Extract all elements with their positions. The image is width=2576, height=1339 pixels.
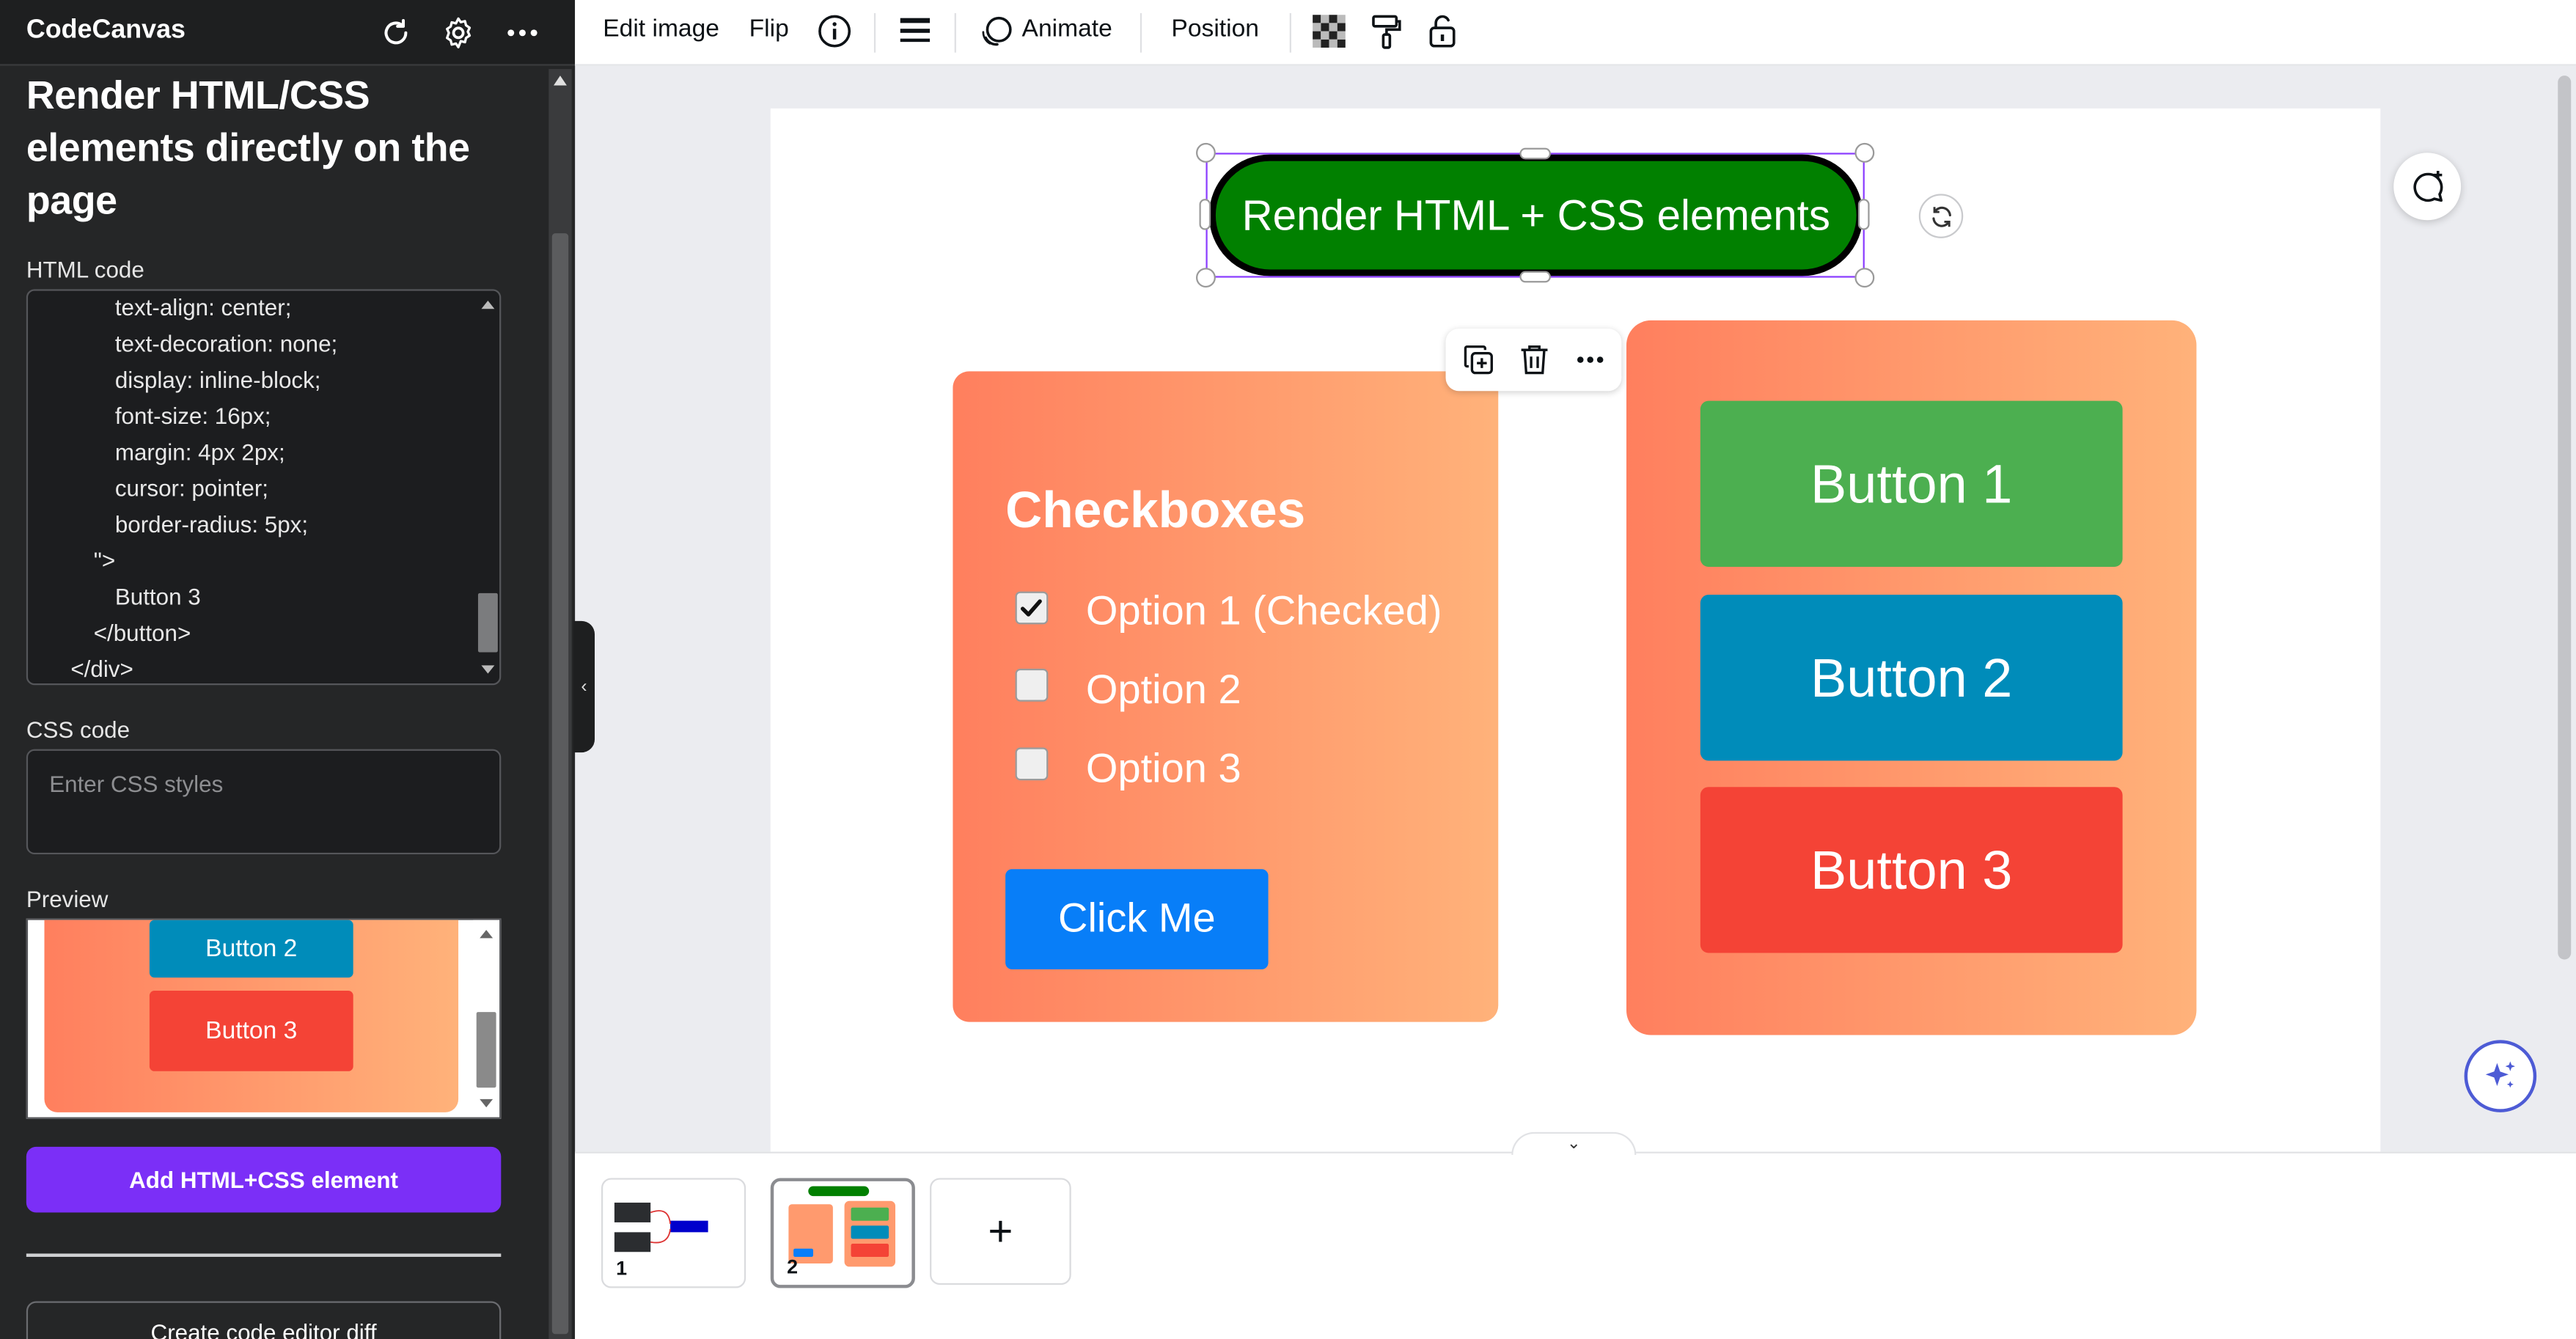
scroll-up-arrow-icon[interactable] [554,76,567,86]
css-code-input[interactable]: Enter CSS styles [26,749,502,855]
checkbox-option-1[interactable] [1015,591,1049,625]
button-2[interactable]: Button 2 [1700,595,2123,761]
code-line: display: inline-block; [114,366,321,393]
plus-icon: + [988,1206,1013,1255]
duplicate-icon[interactable] [1458,340,1498,380]
resize-handle[interactable] [1196,142,1216,163]
panel-divider [26,1253,502,1257]
page-thumbnail-2[interactable]: 2 [770,1178,915,1288]
border-style-icon[interactable] [894,10,936,52]
resize-handle[interactable] [1854,142,1875,163]
panel-heading: Render HTML/CSS elements directly on the… [26,73,470,224]
resize-handle[interactable] [1857,199,1870,230]
css-code-label: CSS code [26,716,131,743]
checkbox-label-1: Option 1 (Checked) [1085,588,1442,634]
resize-handle[interactable] [1854,268,1875,288]
preview-button-2[interactable]: Button 2 [149,920,353,978]
trash-icon[interactable] [1515,340,1555,380]
html-code-editor[interactable]: text-align: center; text-decoration: non… [26,289,502,686]
preview-scrollbar[interactable] [473,920,500,1118]
toolbar-separator [954,12,956,53]
info-icon[interactable] [813,10,856,52]
preview-button-3[interactable]: Button 3 [149,991,353,1071]
transparency-icon[interactable] [1307,10,1350,52]
css-code-placeholder: Enter CSS styles [49,770,224,797]
more-options-icon[interactable] [503,13,543,53]
paint-roller-icon[interactable] [1365,10,1408,52]
preview-card: Button 2 Button 3 [44,920,459,1112]
code-line: border-radius: 5px; [114,510,309,538]
code-line: cursor: pointer; [114,474,269,502]
button-3[interactable]: Button 3 [1700,787,2123,953]
animate-icon[interactable] [976,10,1019,52]
scroll-up-arrow-icon[interactable] [481,301,495,309]
code-line: text-align: center; [114,294,292,320]
checkbox-label-3: Option 3 [1085,746,1241,792]
add-html-css-element-button[interactable]: Add HTML+CSS element [26,1146,502,1213]
position-button[interactable]: Position [1171,15,1259,43]
scroll-down-arrow-icon[interactable] [480,1098,493,1108]
chevron-down-icon[interactable]: ⌄ [1511,1131,1637,1156]
resize-handle[interactable] [1199,199,1211,230]
toolbar-separator [1140,12,1142,53]
html-code-label: HTML code [26,256,144,283]
page-number: 1 [616,1256,628,1280]
code-line: text-decoration: none; [114,330,338,357]
button-1[interactable]: Button 1 [1700,400,2123,567]
code-line: margin: 4px 2px; [114,439,285,466]
refresh-icon[interactable] [376,13,416,53]
animate-button[interactable]: Animate [1021,15,1112,43]
code-editor-scrollbar[interactable] [474,291,499,683]
code-editor-scrollbar-thumb[interactable] [477,593,498,653]
resize-handle[interactable] [1519,147,1551,160]
edit-image-button[interactable]: Edit image [603,15,720,43]
collapse-panel-handle[interactable]: ‹ [573,620,595,753]
panel-scrollbar[interactable] [548,69,572,1339]
app-title: CodeCanvas [26,16,186,45]
lock-icon[interactable] [1421,10,1464,52]
gear-icon[interactable] [438,13,478,53]
preview-scrollbar-thumb[interactable] [476,1012,496,1088]
checkmark-icon [1020,599,1042,617]
panel-header: CodeCanvas [0,0,576,66]
element-context-menu [1445,329,1622,392]
click-me-button[interactable]: Click Me [1005,869,1269,969]
page-number: 2 [787,1255,799,1279]
panel-scrollbar-thumb[interactable] [551,233,569,1335]
resize-handle[interactable] [1196,268,1216,288]
scroll-down-arrow-icon[interactable] [481,665,495,674]
page-thumbnail-preview [788,1186,896,1267]
flip-button[interactable]: Flip [749,15,789,43]
preview-label: Preview [26,885,109,912]
render-html-css-button[interactable]: Render HTML + CSS elements [1208,154,1863,276]
app-panel: CodeCanvas Render HTML/CSS elements dire… [0,0,576,1339]
rotate-icon[interactable] [1918,194,1964,238]
preview-frame[interactable]: Button 2 Button 3 [26,918,502,1119]
page-thumbnail-preview [614,1203,708,1252]
add-page-button[interactable]: + [930,1178,1071,1285]
add-comment-icon[interactable] [2393,153,2462,221]
chevron-left-icon: ‹ [581,677,587,697]
page-thumbnail-1[interactable]: 1 [601,1178,746,1288]
toolbar-separator [873,12,876,53]
toolbar-separator [1289,12,1291,53]
canvas-scrollbar[interactable] [2558,76,2572,960]
code-line: "> [93,547,116,573]
checkbox-option-2[interactable] [1015,668,1049,702]
code-line: </button> [93,619,191,646]
scroll-up-arrow-icon[interactable] [480,930,493,939]
checkbox-label-2: Option 2 [1085,667,1241,713]
code-line: Button 3 [114,583,201,610]
editor-toolbar: Edit image Flip Animate Position [575,0,2576,66]
create-code-editor-diff-button[interactable]: Create code editor diff [26,1301,502,1339]
code-line: font-size: 16px; [114,402,271,429]
checkbox-card-title: Checkboxes [1005,481,1306,539]
code-line: </div> [70,655,133,682]
checkbox-option-3[interactable] [1015,747,1049,781]
more-options-icon[interactable] [1571,340,1610,380]
magic-assistant-icon[interactable] [2464,1040,2537,1112]
resize-handle[interactable] [1519,271,1551,283]
